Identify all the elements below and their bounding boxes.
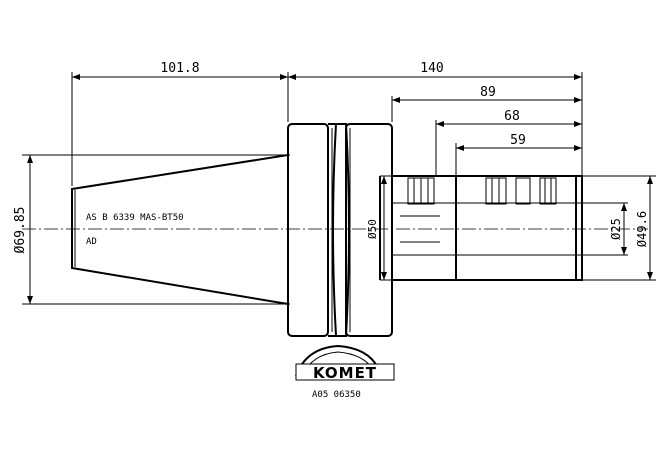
dim-flange-diameter	[381, 176, 387, 280]
dim-length-59	[455, 143, 582, 176]
dim-label-89: 89	[480, 85, 496, 100]
dim-body-diameter	[582, 175, 656, 281]
shank-body	[379, 175, 583, 281]
dim-taper-length	[71, 72, 289, 186]
komet-logo: KOMET	[295, 344, 395, 382]
variant-annotation: AD	[86, 237, 97, 247]
standard-annotation: AS B 6339 MAS-BT50	[86, 213, 184, 223]
dim-length-89	[391, 96, 582, 122]
dim-label-body-diameter: Ø49.6	[635, 211, 649, 247]
dim-label-bore-diameter: Ø25	[609, 218, 623, 240]
dim-label-59: 59	[510, 133, 526, 148]
taper-cone	[71, 154, 289, 305]
logo-brand-text: KOMET	[313, 364, 377, 382]
part-number: A05 06350	[312, 390, 361, 400]
dim-label-68: 68	[504, 109, 520, 124]
dim-label-flange-diameter: Ø50	[366, 219, 379, 239]
dim-bore-diameter	[456, 202, 628, 256]
dim-label-140: 140	[420, 61, 443, 76]
dim-label-101-8: 101.8	[160, 61, 199, 76]
dim-length-68	[435, 120, 582, 176]
dim-label-taper-diameter: Ø69.85	[13, 207, 28, 254]
dim-taper-diameter	[22, 154, 290, 305]
